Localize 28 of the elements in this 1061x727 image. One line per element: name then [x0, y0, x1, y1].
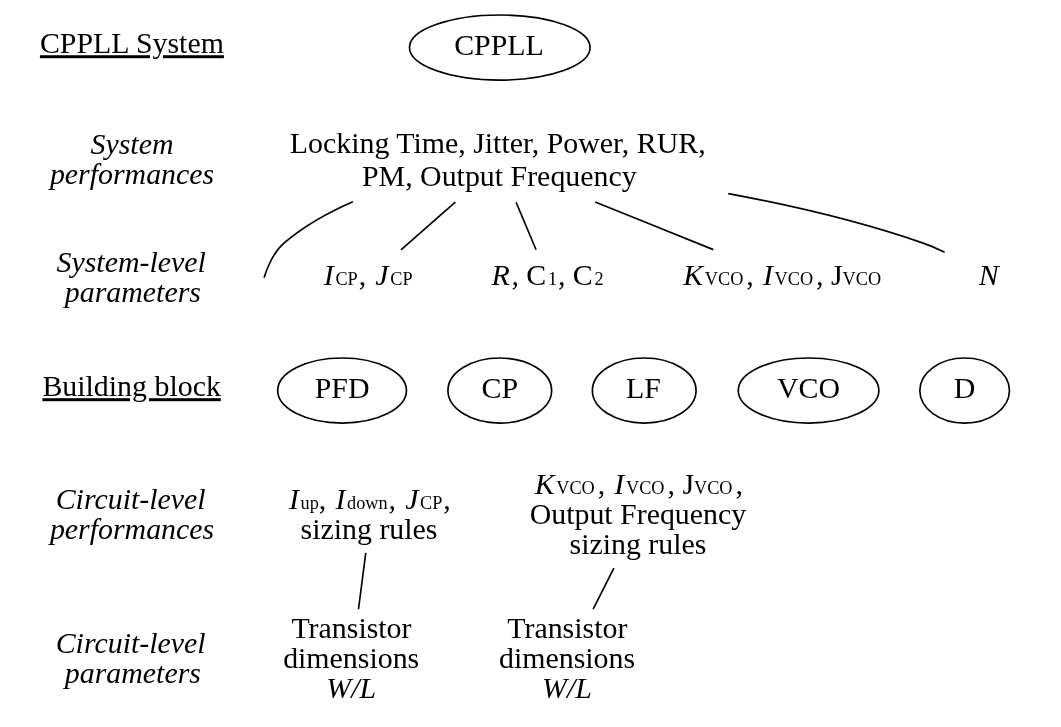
- node-ellipse: PFD: [276, 357, 408, 424]
- connector: [357, 552, 367, 611]
- connector: [592, 567, 615, 611]
- label: Building block: [42, 369, 221, 403]
- connector: [515, 201, 537, 251]
- node-text: R, C1, C2: [491, 258, 604, 292]
- label: CPPLL System: [39, 26, 224, 60]
- node-text: Iup, Idown, JCP, sizing rules: [288, 481, 451, 545]
- node-text: ICP, JCP: [323, 258, 413, 292]
- connector: [400, 201, 457, 251]
- node-text: N: [978, 258, 999, 292]
- connector: [727, 192, 946, 253]
- node-text: Transistor dimensions W/L: [283, 611, 420, 705]
- node-text: KVCO, IVCO, JVCO: [683, 258, 882, 292]
- label: System-level parameters: [56, 245, 206, 308]
- node-ellipse: LF: [591, 357, 697, 424]
- node-ellipse: CPPLL: [408, 14, 591, 81]
- node-text: Locking Time, Jitter, Power, RUR, PM, Output Frequency: [289, 125, 706, 192]
- label: Circuit-level performances: [49, 481, 215, 545]
- node-ellipse: CP: [447, 357, 553, 424]
- label: Circuit-level parameters: [55, 626, 206, 690]
- label: System performances: [49, 127, 215, 191]
- connector: [594, 201, 715, 251]
- node-text: KVCO, IVCO, JVCO, Output Frequency sizing rules: [529, 466, 747, 560]
- connector: [263, 201, 354, 279]
- node-ellipse: VCO: [737, 357, 880, 424]
- node-text: Transistor dimensions W/L: [498, 611, 636, 705]
- node-ellipse: D: [918, 357, 1011, 424]
